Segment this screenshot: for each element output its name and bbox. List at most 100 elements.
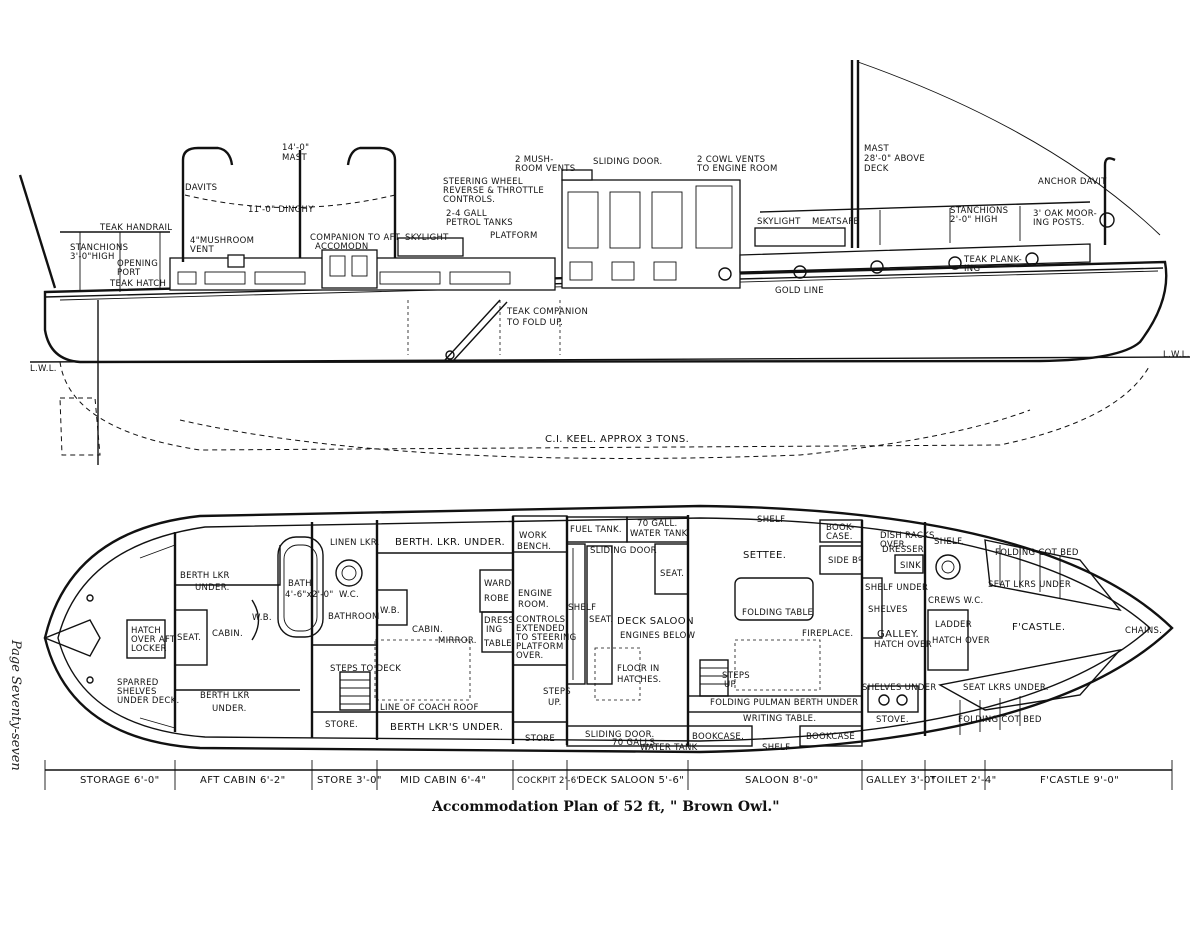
svg-text:70 GALLS: 70 GALLS <box>612 738 655 748</box>
steps-to-deck <box>339 671 371 711</box>
teak-companion <box>444 299 508 363</box>
saloon-vent <box>561 169 593 181</box>
dressing-table <box>481 611 514 653</box>
svg-text:W.B.: W.B. <box>380 606 400 616</box>
svg-text:MIRROR.: MIRROR. <box>438 636 477 646</box>
saloon-steps <box>699 659 729 697</box>
svg-text:CABIN.: CABIN. <box>412 625 443 635</box>
svg-text:ROOM.: ROOM. <box>518 600 549 610</box>
svg-text:SKYLIGHT: SKYLIGHT <box>757 217 801 227</box>
svg-text:LADDER: LADDER <box>935 620 972 630</box>
svg-text:WATER TANK: WATER TANK <box>630 529 688 539</box>
svg-text:4"MUSHROOM: 4"MUSHROOM <box>190 236 254 246</box>
svg-text:3' OAK MOOR-: 3' OAK MOOR- <box>1033 209 1097 219</box>
svg-text:PETROL TANKS: PETROL TANKS <box>446 218 513 228</box>
svg-text:CONTROLS.: CONTROLS. <box>443 195 495 205</box>
svg-text:ANCHOR DAVIT: ANCHOR DAVIT <box>1038 177 1107 187</box>
forestay <box>857 61 1161 236</box>
svg-text:SHELVES: SHELVES <box>868 605 908 615</box>
svg-text:70 GALL.: 70 GALL. <box>637 519 678 529</box>
svg-text:FUEL TANK.: FUEL TANK. <box>570 525 622 535</box>
svg-text:SHELF: SHELF <box>762 743 790 753</box>
fwd-coach-roof <box>739 243 1091 273</box>
svg-text:ING POSTS.: ING POSTS. <box>1033 218 1085 228</box>
stern-fitting <box>43 619 101 657</box>
dim-storage: STORAGE 6'-0" <box>80 775 160 786</box>
label-gold-line: GOLD LINE <box>775 286 824 296</box>
porthole-2 <box>793 265 807 279</box>
sideboard <box>819 545 863 575</box>
svg-text:LINE OF COACH ROOF: LINE OF COACH ROOF <box>380 703 479 713</box>
drawing-caption: Accommodation Plan of 52 ft, " Brown Owl… <box>431 799 780 815</box>
svg-text:WATER TANK: WATER TANK <box>640 743 698 753</box>
svg-text:SINK: SINK <box>900 561 921 571</box>
svg-text:OVER AFT: OVER AFT <box>131 635 176 645</box>
svg-text:ING: ING <box>486 625 502 635</box>
svg-text:SHELF: SHELF <box>757 515 785 525</box>
folding-table <box>734 577 814 621</box>
svg-text:STEERING WHEEL: STEERING WHEEL <box>443 177 523 187</box>
sink <box>894 554 924 574</box>
porthole-3 <box>870 260 884 274</box>
davit-fwd <box>346 146 397 258</box>
svg-text:SHELF UNDER: SHELF UNDER <box>865 583 928 593</box>
plan-hull-outline <box>43 504 1174 754</box>
cast-iron-keel <box>179 409 1031 459</box>
svg-text:CREWS W.C.: CREWS W.C. <box>928 596 983 606</box>
svg-text:ROOM VENTS: ROOM VENTS <box>515 164 575 174</box>
svg-text:BENCH.: BENCH. <box>517 542 551 552</box>
mushroom-vent <box>227 254 245 268</box>
svg-text:BATH: BATH <box>288 579 312 589</box>
svg-text:MAST: MAST <box>282 153 307 163</box>
svg-text:TABLE: TABLE <box>483 639 512 649</box>
mid-washbasin <box>376 589 408 626</box>
svg-text:STORE: STORE <box>525 734 555 744</box>
companion-hatch <box>321 249 378 289</box>
aft-skylight <box>397 237 464 257</box>
svg-text:WORK: WORK <box>519 531 547 541</box>
svg-text:BOOKCASE.: BOOKCASE. <box>692 732 744 742</box>
svg-text:DECK: DECK <box>864 164 889 174</box>
bookcase-right <box>799 725 863 747</box>
aft-port-1 <box>177 271 197 285</box>
svg-text:PORT: PORT <box>117 268 141 278</box>
svg-text:ENGINE: ENGINE <box>518 589 552 599</box>
stove <box>867 685 919 713</box>
svg-text:UNDER.: UNDER. <box>212 704 247 714</box>
bookcase-left <box>687 725 753 747</box>
svg-text:SIDE Bº: SIDE Bº <box>828 556 862 566</box>
svg-text:DECK SALOON: DECK SALOON <box>617 616 694 627</box>
dim-toilet: TOILET 2'-4" <box>929 775 997 786</box>
svg-text:SETTEE.: SETTEE. <box>743 550 786 561</box>
svg-text:STANCHIONS: STANCHIONS <box>950 206 1008 216</box>
svg-text:CASE.: CASE. <box>826 532 853 542</box>
svg-text:STOVE.: STOVE. <box>876 715 909 725</box>
svg-text:OPENING: OPENING <box>117 259 158 269</box>
svg-text:ROBE: ROBE <box>484 594 509 604</box>
aft-port-2 <box>204 271 246 285</box>
svg-text:EXTENDED: EXTENDED <box>516 624 565 634</box>
galley-shelves <box>861 577 883 639</box>
svg-text:UNDER DECK.: UNDER DECK. <box>117 696 180 706</box>
svg-text:TEAK HATCH: TEAK HATCH <box>109 279 166 289</box>
svg-text:PLATFORM: PLATFORM <box>516 642 564 652</box>
bookcase-top <box>819 519 863 543</box>
anchor-davit <box>1103 157 1116 245</box>
fwd-skylight <box>754 227 846 247</box>
svg-text:ING: ING <box>964 264 980 274</box>
svg-text:MEATSAFE: MEATSAFE <box>812 217 859 227</box>
svg-text:HATCHES.: HATCHES. <box>617 675 661 685</box>
svg-text:SHELVES: SHELVES <box>117 687 157 697</box>
svg-text:SEAT.: SEAT. <box>589 615 613 625</box>
svg-text:LINEN LKR.: LINEN LKR. <box>330 538 380 548</box>
svg-text:BERTH LKR: BERTH LKR <box>180 571 230 581</box>
plan-view <box>43 504 1174 790</box>
aft-wc <box>335 559 363 587</box>
porthole-1 <box>718 267 732 281</box>
svg-text:TEAK HANDRAIL: TEAK HANDRAIL <box>99 223 172 233</box>
aft-berth-top <box>175 545 281 586</box>
svg-text:WRITING TABLE.: WRITING TABLE. <box>743 714 816 724</box>
water-tank-fwd <box>626 516 689 543</box>
svg-text:SEAT LKRS UNDER.: SEAT LKRS UNDER. <box>963 683 1049 693</box>
